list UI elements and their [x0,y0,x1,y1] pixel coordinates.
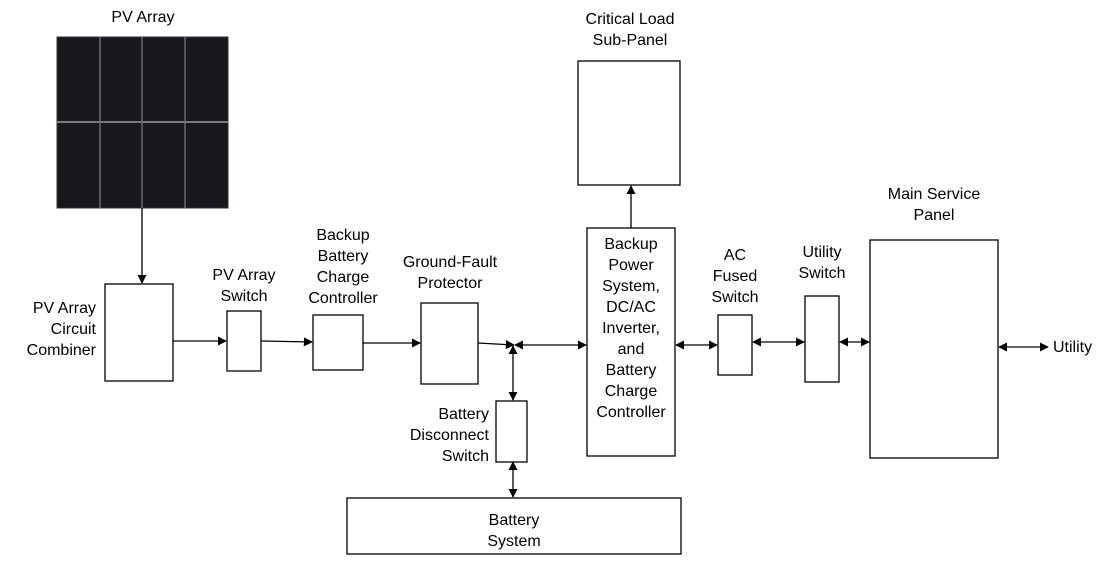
label-line: Protector [417,275,483,292]
label-line: PV Array [212,267,276,284]
pv-array-label: PV Array [111,9,175,26]
label-line: System [487,533,541,550]
ac-fused-switch-box [717,314,753,376]
battery-system-box [346,497,682,555]
label-line: and [617,341,645,358]
label-line: System, [602,278,660,295]
label-line: Battery [438,406,489,423]
main-service-panel-box [869,239,999,459]
charge-controller-box [312,314,364,371]
pv-switch-box [226,310,262,372]
label-line: Charge [604,383,658,400]
label-line: Switch [711,289,759,306]
gf-protector-box [420,302,479,385]
label-line: Critical Load [585,11,675,28]
label-line: Disconnect [409,427,489,444]
label-line: Charge [316,269,370,286]
battery-disconnect-box [495,400,528,463]
label-line: Controller [308,290,378,307]
label-line: Battery [317,248,369,265]
label-line: Utility [802,244,842,261]
label-line: DC/AC [606,299,656,316]
label-line: Switch [220,288,268,305]
label-line: Switch [441,448,489,465]
pv-array-panel [56,36,229,209]
label-line: Panel [913,207,955,224]
arrow-gf-to-junction [477,340,515,350]
label-line: Main Service [887,186,981,203]
arrow-pv-switch-to-controller [260,337,313,347]
label-line: Power [608,257,654,274]
label-line: Sub-Panel [592,32,668,49]
label-line: Battery [488,512,540,529]
label-line: PV Array [32,300,96,317]
label-line: Switch [798,265,846,282]
label-line: Combiner [26,342,96,359]
label-line: Circuit [50,321,96,338]
label-line: Controller [596,404,666,421]
combiner-box [104,283,174,382]
label-line: Ground-Fault [402,254,498,271]
label-line: Battery [605,362,657,379]
utility-switch-box [804,295,840,383]
label-line: AC [723,247,747,264]
label-line: Inverter, [602,320,660,337]
utility-label: Utility [1053,339,1093,356]
label-line: Backup [316,227,370,244]
label-line: Backup [604,236,658,253]
label-line: Fused [712,268,758,285]
critical-load-box [577,60,681,186]
